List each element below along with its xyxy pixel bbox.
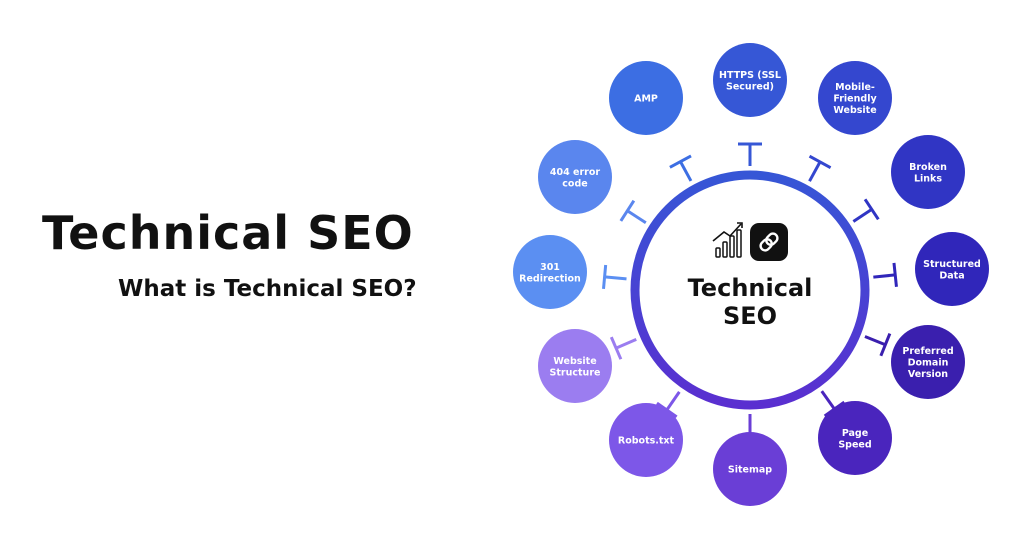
node-label-broken-links: Links <box>914 173 942 184</box>
node-circle-sitemap <box>713 432 787 506</box>
node-label-website-structure: Structure <box>550 367 601 378</box>
node-sitemap: Sitemap <box>713 432 787 506</box>
page-title: Technical SEO <box>42 206 414 260</box>
node-label-structured-data: Structured <box>923 259 981 270</box>
node-label-404-error: code <box>562 178 587 189</box>
node-label-301-redirection: Redirection <box>519 273 581 284</box>
node-label-page-speed: Page <box>842 428 868 439</box>
connector-page-speed <box>820 390 836 410</box>
link-icon <box>750 223 788 261</box>
node-circle-preferred-domain <box>891 325 965 399</box>
node-label-preferred-domain: Domain <box>908 358 949 369</box>
node-label-page-speed: Speed <box>838 439 871 450</box>
node-circle-404-error <box>538 140 612 214</box>
connector-404-error <box>626 209 647 224</box>
node-label-preferred-domain: Version <box>908 369 948 380</box>
node-circle-website-structure <box>538 329 612 403</box>
node-label-sitemap: Sitemap <box>728 465 772 476</box>
node-label-301-redirection: 301 <box>540 262 560 273</box>
node-label-404-error: 404 error <box>550 167 600 178</box>
topic-nodes: HTTPS (SSLSecured)Mobile-FriendlyWebsite… <box>513 43 989 506</box>
node-label-robots: Robots.txt <box>618 436 675 447</box>
node-label-structured-data: Data <box>939 270 964 281</box>
node-label-preferred-domain: Preferred <box>902 346 953 357</box>
center-label-line-2: SEO <box>723 302 777 330</box>
node-label-https: HTTPS (SSL <box>719 70 781 81</box>
node-circle-mobile-friendly <box>818 61 892 135</box>
node-label-mobile-friendly: Mobile- <box>835 82 875 93</box>
connector-bar-structured-data <box>892 262 898 287</box>
connector-301-redirection <box>604 275 627 281</box>
center-ring <box>630 170 870 410</box>
center-label-line-1: Technical <box>688 274 813 302</box>
node-circle-page-speed <box>818 401 892 475</box>
node-label-amp: AMP <box>634 94 658 105</box>
connector-bar-preferred-domain <box>879 333 892 357</box>
connector-bar-301-redirection <box>602 264 608 289</box>
node-circle-amp <box>609 61 683 135</box>
node-label-mobile-friendly: Website <box>833 105 876 116</box>
node-circle-broken-links <box>891 135 965 209</box>
node-label-broken-links: Broken <box>909 162 947 173</box>
node-circle-robots <box>609 403 683 477</box>
connector-bar-404-error <box>619 199 636 222</box>
connector-mobile-friendly <box>808 161 822 182</box>
connector-bar-amp <box>669 154 692 169</box>
page-subtitle: What is Technical SEO? <box>118 276 417 302</box>
connector-bar-mobile-friendly <box>808 154 832 169</box>
node-label-website-structure: Website <box>553 356 596 367</box>
connector-preferred-domain <box>864 335 886 347</box>
connector-robots <box>665 391 681 411</box>
node-amp: AMP <box>609 61 683 135</box>
growth-chart-icon <box>712 222 743 258</box>
node-robots: Robots.txt <box>609 403 683 477</box>
connector-bar-website-structure <box>609 336 623 360</box>
connector-amp <box>679 160 693 182</box>
connector-structured-data <box>873 273 896 279</box>
connector-bar-broken-links <box>863 198 880 221</box>
node-circle-structured-data <box>915 232 989 306</box>
node-circle-https <box>713 43 787 117</box>
node-label-https: Secured) <box>726 81 774 92</box>
connector-website-structure <box>615 338 637 350</box>
node-circle-301-redirection <box>513 235 587 309</box>
node-label-mobile-friendly: Friendly <box>833 94 877 105</box>
connector-broken-links <box>852 208 873 223</box>
